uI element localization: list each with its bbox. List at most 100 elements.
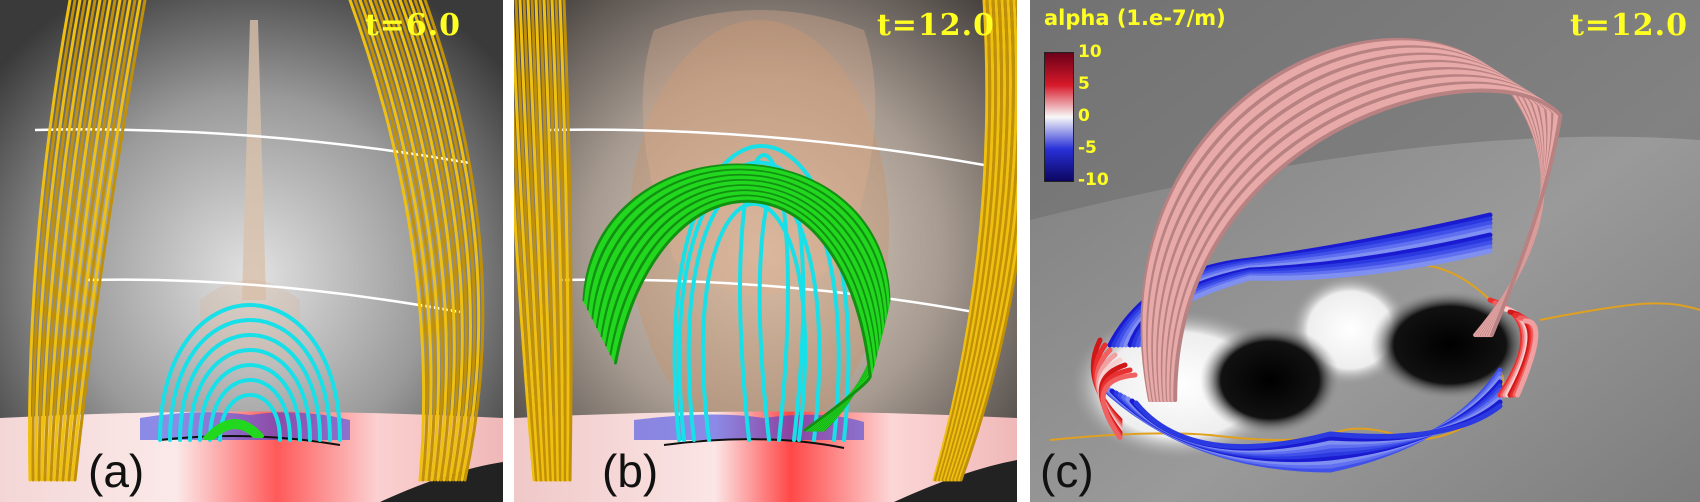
open-field-line <box>393 0 460 482</box>
flux-rope-strand <box>211 425 256 440</box>
colorbar-title: alpha (1.e-7/m) <box>1044 6 1226 30</box>
open-field-line <box>34 0 82 482</box>
open-field-line <box>28 0 72 482</box>
open-field-line <box>52 0 112 482</box>
open-field-line <box>43 0 97 482</box>
open-field-line <box>398 0 464 482</box>
open-field-line <box>348 0 426 482</box>
closed-field-loop <box>178 333 322 442</box>
open-field-line <box>514 102 538 482</box>
flux-rope-strand <box>1100 372 1138 440</box>
open-field-line <box>558 0 570 482</box>
open-field-line <box>408 0 472 482</box>
polarity-contour <box>663 438 845 449</box>
panel-label: (c) <box>1040 445 1094 497</box>
open-field-line <box>959 251 1017 482</box>
open-field-line <box>514 12 541 482</box>
open-field-line <box>948 0 1015 482</box>
open-field-line <box>67 0 137 482</box>
open-field-line <box>945 0 1010 482</box>
closed-field-loop <box>158 303 342 442</box>
open-field-line <box>957 232 1017 482</box>
panel-c: alpha (1.e-7/m) 10 5 0 -5 -10 t=12.0 (c) <box>1030 0 1700 502</box>
open-field-line <box>49 0 107 482</box>
time-label: t=6.0 <box>364 8 461 43</box>
open-field-line <box>363 0 437 482</box>
open-field-line <box>514 177 536 482</box>
open-field-line <box>55 0 117 482</box>
time-label: t=12.0 <box>876 8 995 43</box>
open-field-line <box>554 0 567 482</box>
open-field-line <box>518 0 546 482</box>
colorbar-tick: -10 <box>1078 170 1109 190</box>
overlying-arch <box>1140 38 1563 402</box>
panel-b-render <box>514 0 1017 502</box>
closed-field-loops <box>158 303 342 442</box>
open-field-line <box>936 0 995 482</box>
colorbar-tick: 5 <box>1078 74 1090 94</box>
open-field-lines-right <box>932 0 1017 482</box>
closed-field-loops <box>672 144 851 442</box>
open-field-line <box>932 0 989 482</box>
open-field-line <box>418 0 481 482</box>
open-field-line <box>943 0 1007 482</box>
open-field-line <box>546 0 562 482</box>
open-field-line <box>37 0 87 482</box>
open-field-line <box>937 0 998 482</box>
flux-rope-strand <box>1133 400 1503 450</box>
closed-field-loop <box>168 318 332 442</box>
colorbar-tick: -5 <box>1078 138 1097 158</box>
open-field-line <box>946 0 1013 482</box>
open-field-line <box>373 0 444 482</box>
panel-a: t=6.0 (a) <box>0 0 503 502</box>
open-field-line <box>403 0 468 482</box>
open-field-line <box>955 208 1017 482</box>
flux-rope <box>582 163 891 432</box>
open-field-line <box>31 0 77 482</box>
open-field-line <box>534 0 555 482</box>
panel-a-render <box>0 0 503 502</box>
closed-field-loop <box>188 348 312 442</box>
current-sheet-shroud <box>629 20 889 440</box>
closed-field-loop <box>208 378 292 442</box>
overlying-arch-line <box>1173 88 1563 402</box>
panel-label: (b) <box>602 445 659 497</box>
open-field-line <box>950 0 1017 482</box>
open-field-line <box>526 0 550 482</box>
colorbar-tick: 10 <box>1078 42 1102 62</box>
open-field-line <box>530 0 553 482</box>
flux-rope-strand <box>1515 318 1539 398</box>
closed-field-loop <box>672 144 851 442</box>
white-field-line <box>87 278 461 314</box>
open-field-line <box>353 0 429 482</box>
colorbar-tick: 0 <box>1078 106 1090 126</box>
panel-b: t=12.0 (b) <box>514 0 1017 502</box>
open-field-line <box>378 0 448 482</box>
flux-rope-small <box>203 419 264 440</box>
closed-field-loop <box>677 160 841 442</box>
time-label: t=12.0 <box>1569 8 1688 43</box>
open-field-line <box>368 0 441 482</box>
open-field-line <box>413 0 477 482</box>
closed-field-loop <box>198 363 302 442</box>
open-field-line <box>934 0 992 482</box>
negative-spot <box>1200 325 1340 435</box>
open-field-lines-left <box>28 0 147 482</box>
white-field-line <box>548 128 985 167</box>
panel-c-render <box>1030 0 1700 502</box>
open-field-line <box>70 0 142 482</box>
open-field-line <box>522 0 548 482</box>
open-field-line <box>423 0 485 482</box>
open-field-line <box>358 0 433 482</box>
open-field-lines-left <box>514 0 573 482</box>
open-field-line <box>61 0 127 482</box>
open-field-line <box>46 0 102 482</box>
open-field-line <box>388 0 456 482</box>
current-sheet <box>242 20 266 300</box>
surface-edge <box>380 462 503 502</box>
closed-field-loop <box>218 393 282 442</box>
flux-rope-strand <box>614 199 872 432</box>
open-field-line <box>939 0 1001 482</box>
open-field-line <box>550 0 565 482</box>
panel-label: (a) <box>88 445 145 497</box>
